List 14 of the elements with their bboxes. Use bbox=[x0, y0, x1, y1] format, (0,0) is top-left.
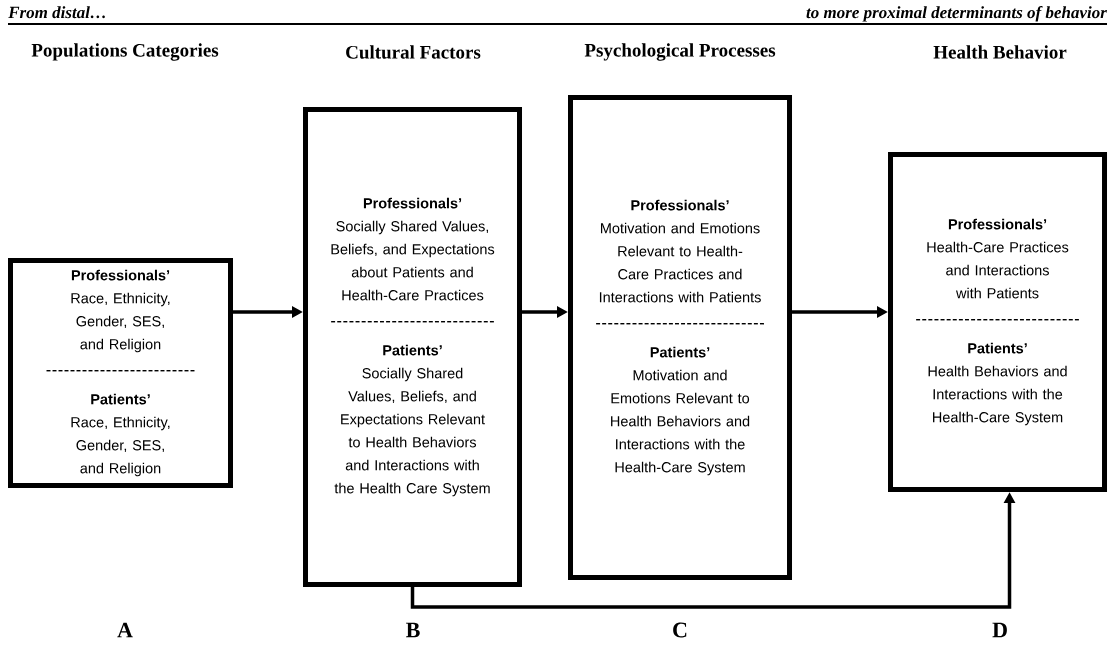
column-letter: C bbox=[673, 622, 687, 638]
column-heading: Health Behavior bbox=[933, 45, 1067, 59]
header-text: to more proximal determinants of behavior bbox=[806, 6, 1107, 22]
header-text: From distal… bbox=[8, 6, 105, 19]
process-box: Professionals’ Race, Ethnicity, Gender, SES, and Religion Patients’ Race, Ethnicity, Gender, SES, and Religion bbox=[8, 258, 233, 488]
column-heading: Psychological Processes bbox=[584, 43, 776, 61]
process-box: Professionals’ Health-Care Practices and Interactions with Patients Patients’ Health Behaviors and Interactions with the Health-Care System bbox=[888, 152, 1107, 492]
process-box: Professionals’ Motivation and Emotions Relevant to Health-Care Practices and Interactions with Patients Patients’ Motivation and Emotions Relevant to Health Behaviors and Interactions with the Health-Care System bbox=[568, 95, 792, 580]
column-letter: D bbox=[992, 622, 1007, 638]
process-box: Professionals’ Socially Shared Values, Beliefs, and Expectations about Patients and Health-Care Practices Patients’ Socially Shared Values, Beliefs, and Expectations Relevant to Health Behaviors and Interactions with the Health Care System bbox=[303, 107, 522, 587]
column-letter: B bbox=[406, 622, 420, 638]
column-heading: Cultural Factors bbox=[346, 45, 481, 59]
column-heading: Populations Categories bbox=[31, 43, 219, 61]
column-letter: A bbox=[117, 622, 133, 638]
